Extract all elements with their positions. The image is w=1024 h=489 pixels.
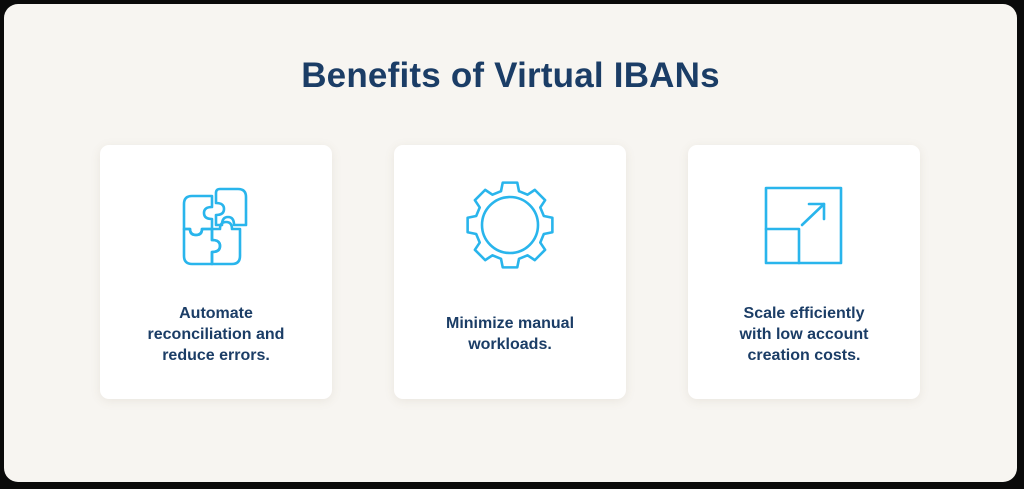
- puzzle-pieces-icon: [100, 177, 332, 273]
- benefit-line: creation costs.: [747, 347, 861, 364]
- benefit-line: reduce errors.: [162, 347, 270, 364]
- benefit-card-automate: Automate reconciliation and reduce error…: [100, 145, 332, 399]
- scale-up-icon: [688, 177, 920, 273]
- benefit-line: Automate: [179, 305, 253, 322]
- benefit-line: Scale efficiently: [743, 305, 865, 322]
- benefit-line: Minimize manual: [445, 315, 575, 332]
- benefit-line: reconciliation and: [147, 326, 285, 343]
- page-title: Benefits of Virtual IBANs: [301, 56, 720, 95]
- gear-icon: [394, 177, 626, 273]
- benefit-line: with low account: [739, 326, 869, 343]
- benefit-text: Scale efficiently with low account creat…: [698, 303, 910, 366]
- benefit-text: Automate reconciliation and reduce error…: [110, 303, 322, 366]
- benefit-card-minimize: Minimize manual workloads.: [394, 145, 626, 399]
- benefit-line: workloads.: [468, 336, 552, 353]
- benefit-text: Minimize manual workloads.: [404, 313, 616, 355]
- benefits-panel: Benefits of Virtual IBANs Automate recon…: [4, 4, 1017, 482]
- benefit-card-scale: Scale efficiently with low account creat…: [688, 145, 920, 399]
